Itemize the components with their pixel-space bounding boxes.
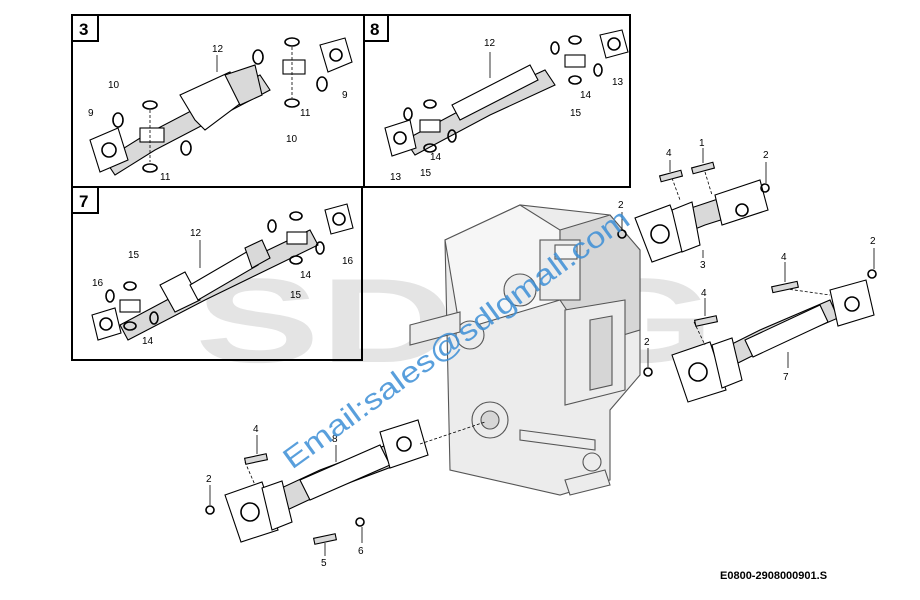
detail-tag-3: 3 bbox=[79, 20, 88, 39]
callout-main-6: 6 bbox=[358, 546, 364, 557]
callout-d3-10a: 10 bbox=[108, 80, 120, 91]
callout-main-4c: 4 bbox=[781, 252, 787, 263]
shaft-7-flange-left bbox=[671, 341, 727, 403]
callout-main-2d: 2 bbox=[870, 236, 876, 247]
housing-top-plate bbox=[554, 244, 578, 260]
d3-flange-right bbox=[319, 37, 353, 73]
bolt-4-lower bbox=[243, 453, 269, 465]
bolt-5 bbox=[312, 533, 338, 545]
shaft-7-flange-right bbox=[829, 279, 875, 327]
d8-cross-right bbox=[564, 54, 586, 68]
callout-d8-14b: 14 bbox=[430, 152, 442, 163]
callout-d8-15a: 15 bbox=[570, 108, 582, 119]
detail-7-assembly bbox=[91, 203, 354, 341]
nut-2-upper-right bbox=[760, 183, 770, 193]
detail-tag-8: 8 bbox=[370, 20, 379, 39]
housing-side-flange bbox=[409, 311, 461, 346]
d7-yoke-left bbox=[159, 271, 201, 313]
transfer-gearbox bbox=[409, 204, 641, 496]
callout-main-5: 5 bbox=[321, 558, 327, 569]
callout-d7-16a: 16 bbox=[92, 278, 104, 289]
d7-cross-left bbox=[119, 299, 141, 313]
housing-port-middle bbox=[455, 320, 485, 350]
bolt-4-middle bbox=[693, 315, 719, 327]
detail-tag-8-frame bbox=[363, 14, 389, 42]
detail-3-assembly bbox=[89, 37, 353, 176]
callout-d8-13a: 13 bbox=[612, 77, 624, 88]
callout-main-2c: 2 bbox=[644, 337, 650, 348]
detail-tag-3-frame bbox=[71, 14, 99, 42]
d3-ring-bottom bbox=[284, 98, 300, 108]
bolt-4-right bbox=[771, 280, 799, 294]
detail-tag-7: 7 bbox=[79, 192, 88, 211]
detail-box-8 bbox=[363, 14, 631, 188]
shaft-3-yoke-right bbox=[714, 179, 769, 226]
callout-d3-11b: 11 bbox=[300, 108, 311, 119]
d8-cross-left bbox=[419, 119, 441, 133]
d3-cross-right bbox=[282, 59, 306, 75]
drawing-code: E0800-2908000901.S bbox=[720, 570, 827, 582]
shaft-7-tube bbox=[744, 304, 829, 358]
callout-main-4b: 4 bbox=[701, 288, 707, 299]
callout-d7-12: 12 bbox=[190, 228, 202, 239]
callout-d8-15b: 15 bbox=[420, 168, 432, 179]
drive-shaft-7 bbox=[671, 279, 875, 403]
d3-flange-left bbox=[89, 127, 129, 173]
d8-flange-left bbox=[384, 119, 417, 157]
callout-d3-11a: 11 bbox=[160, 172, 171, 183]
callout-main-3: 3 bbox=[700, 260, 706, 271]
bolt-1 bbox=[690, 161, 716, 175]
detail-box-7 bbox=[71, 186, 363, 361]
callout-d7-15b: 15 bbox=[290, 290, 302, 301]
d8-flange-right bbox=[599, 29, 629, 59]
nut-2-right bbox=[867, 269, 877, 279]
callout-main-1: 1 bbox=[699, 138, 705, 149]
callout-d3-10b: 10 bbox=[286, 134, 298, 145]
washer-6 bbox=[355, 517, 365, 527]
callout-d3-9a: 9 bbox=[88, 108, 94, 119]
d3-cross-left bbox=[139, 127, 165, 143]
callout-main-2e: 2 bbox=[206, 474, 212, 485]
callout-d8-12: 12 bbox=[484, 38, 496, 49]
callout-main-8: 8 bbox=[332, 434, 338, 445]
detail-8-assembly bbox=[384, 29, 629, 157]
drive-shaft-8 bbox=[224, 419, 486, 543]
bolt-4-upper bbox=[658, 169, 684, 183]
d7-flange-right bbox=[324, 203, 354, 235]
callout-main-2b: 2 bbox=[618, 200, 624, 211]
nut-2-middle bbox=[643, 367, 653, 377]
housing-shaft-stub bbox=[519, 429, 596, 451]
callout-main-4d: 4 bbox=[253, 424, 259, 435]
callout-d7-14a: 14 bbox=[142, 336, 154, 347]
nut-2-upper-left bbox=[617, 229, 627, 239]
callout-d8-13b: 13 bbox=[390, 172, 402, 183]
callout-main-7: 7 bbox=[783, 372, 789, 383]
shaft-8-yoke-right bbox=[379, 419, 429, 469]
callout-d3-9b: 9 bbox=[342, 90, 348, 101]
callout-d3-12: 12 bbox=[212, 44, 224, 55]
callout-d7-15a: 15 bbox=[128, 250, 140, 261]
d3-ring-top bbox=[284, 37, 300, 47]
nut-2-lower bbox=[205, 505, 215, 515]
d3-yoke-center bbox=[179, 71, 246, 131]
d8-shaft bbox=[451, 64, 539, 121]
detail-tag-7-frame bbox=[71, 186, 99, 214]
callout-main-2a: 2 bbox=[763, 150, 769, 161]
callout-d7-14b: 14 bbox=[300, 270, 312, 281]
d7-flange-left bbox=[91, 307, 122, 341]
housing-port-upper bbox=[503, 273, 537, 307]
callout-d7-16b: 16 bbox=[342, 256, 354, 267]
callout-d8-14a: 14 bbox=[580, 90, 592, 101]
d7-cross-right bbox=[286, 231, 308, 245]
drive-shaft-3 bbox=[634, 171, 769, 263]
callout-main-4a: 4 bbox=[666, 148, 672, 159]
housing-drain-plug bbox=[582, 452, 602, 472]
